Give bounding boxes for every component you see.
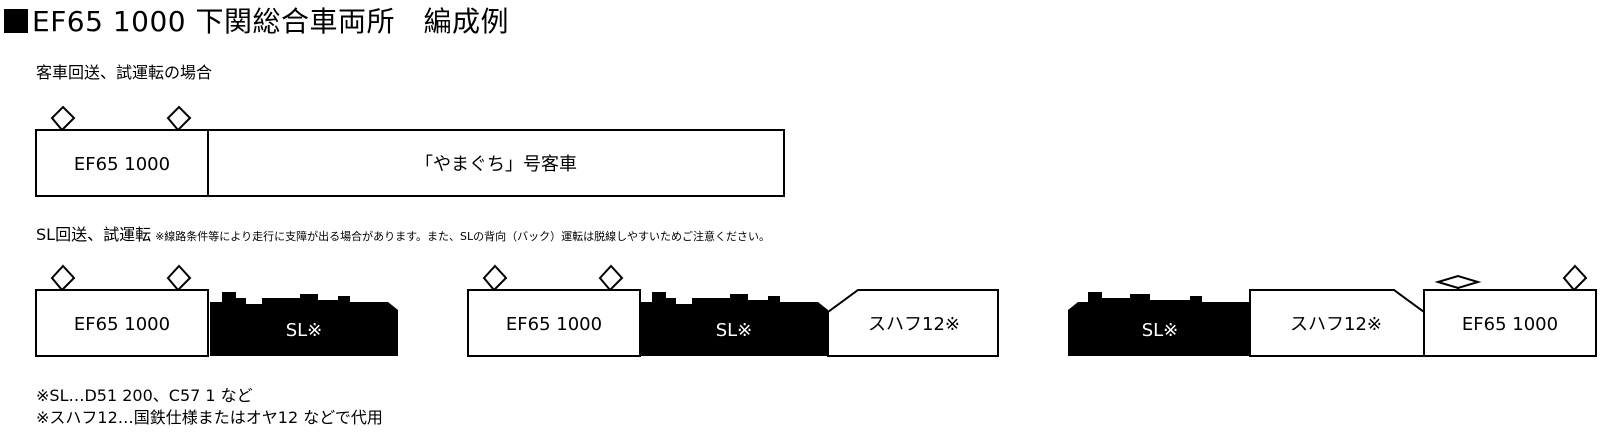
row1-formation	[35, 105, 785, 197]
ef65-label-a: EF65 1000	[74, 314, 170, 335]
footnote-sl: ※SL…D51 200、C57 1 など	[36, 386, 253, 405]
row2-formation-a	[35, 264, 398, 357]
sl-label-b: SL※	[716, 320, 753, 341]
section2-heading-text: SL回送、試運転	[36, 225, 152, 244]
page-title: EF65 1000 下関総合車両所 編成例	[4, 2, 509, 42]
pantograph-icon	[50, 264, 76, 292]
pantograph-icon	[50, 105, 76, 132]
footnote-suhafu: ※スハフ12…国鉄仕様またはオヤ12 などで代用	[36, 408, 383, 427]
sl-label-c: SL※	[1142, 320, 1179, 341]
pantograph-icon	[482, 264, 508, 292]
row2-formation-c	[1068, 264, 1597, 357]
pantograph-icon	[598, 264, 624, 292]
coach-car-row1	[207, 129, 785, 197]
ef65-car-b	[467, 289, 641, 357]
suhafu-label-c: スハフ12※	[1290, 314, 1382, 335]
page-title-text: EF65 1000 下関総合車両所 編成例	[32, 5, 509, 38]
section1-heading: 客車回送、試運転の場合	[36, 63, 213, 82]
ef65-label-row1: EF65 1000	[74, 154, 170, 175]
pantograph-folded-icon	[1434, 274, 1482, 290]
title-square-icon	[4, 9, 28, 33]
suhafu-label-b: スハフ12※	[868, 314, 960, 335]
suhafu-car-c	[1249, 289, 1425, 357]
pantograph-icon	[166, 264, 192, 292]
ef65-car-row1	[35, 129, 209, 197]
ef65-car-a	[35, 289, 209, 357]
row2-formation-b	[467, 264, 999, 357]
section2-heading: SL回送、試運転※線路条件等により走行に支障が出る場合があります。また、SLの背…	[36, 224, 770, 248]
sl-locomotive-icon	[640, 292, 828, 356]
footnotes: ※SL…D51 200、C57 1 など ※スハフ12…国鉄仕様またはオヤ12 …	[36, 385, 383, 429]
sl-locomotive-backward-icon	[1068, 292, 1250, 356]
pantograph-icon	[166, 105, 192, 132]
coach-label-row1: 「やまぐち」号客車	[415, 154, 577, 175]
ef65-car-c	[1423, 289, 1597, 357]
ef65-label-c: EF65 1000	[1462, 314, 1558, 335]
sl-label-a: SL※	[286, 320, 323, 341]
pantograph-icon	[1562, 264, 1588, 292]
ef65-label-b: EF65 1000	[506, 314, 602, 335]
section2-caution-note: ※線路条件等により走行に支障が出る場合があります。また、SLの背向（バック）運転…	[155, 230, 770, 243]
sl-locomotive-icon	[210, 292, 398, 356]
